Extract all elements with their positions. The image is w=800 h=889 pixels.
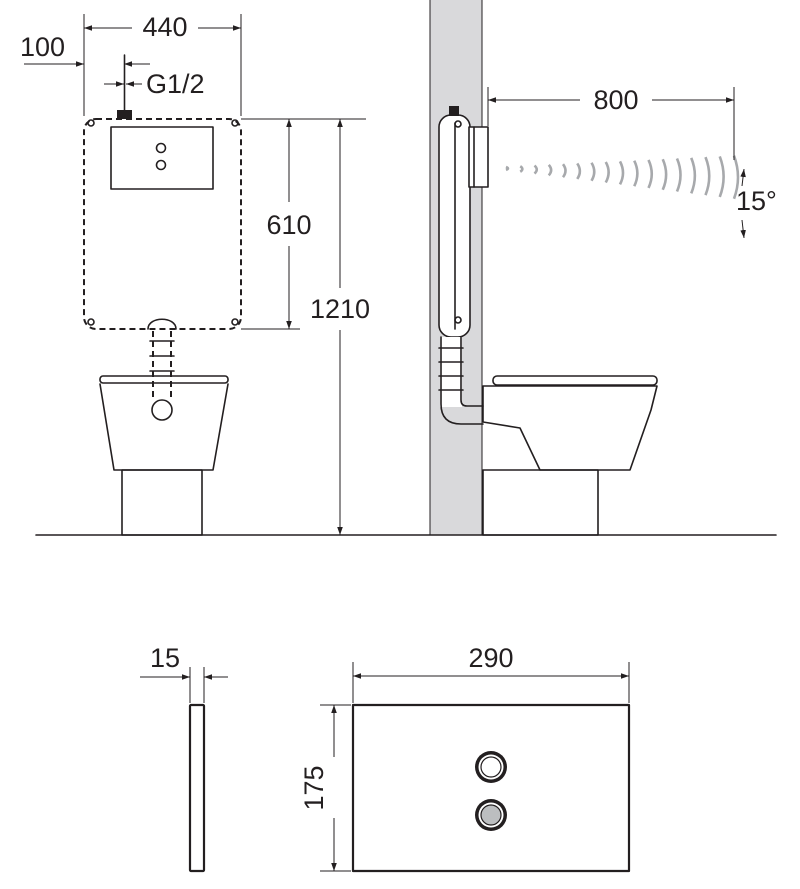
sensor-beam-wave — [704, 156, 711, 196]
sensor-beam-wave — [547, 163, 553, 177]
sensor-beam-wave — [519, 165, 524, 173]
sensor-beam-wave — [618, 160, 625, 185]
dimension-inlet-thread: G1/2 — [104, 69, 205, 99]
flush-button-top-icon — [155, 142, 167, 154]
dimension-install-height: 1210 — [310, 119, 370, 535]
dimension-sensor-range: 800 — [487, 85, 735, 160]
sensor-beam-wave — [690, 157, 697, 194]
cistern-outline — [83, 118, 242, 330]
half-flush-button — [475, 799, 507, 831]
cistern-side — [438, 106, 471, 338]
flush-plate-front — [110, 126, 214, 190]
flush-button-bottom-icon — [155, 159, 167, 171]
sensor-beam-wave — [732, 155, 740, 200]
cistern-height-label: 610 — [266, 210, 311, 240]
flush-pipe-front — [149, 331, 175, 400]
sensor-beam-wave — [590, 162, 596, 182]
mounting-brackets — [87, 119, 239, 326]
dimension-inlet-offset: 100 — [20, 32, 150, 67]
plate-width-label: 290 — [468, 643, 513, 673]
dimension-frame-width: 440 — [83, 12, 242, 116]
sensor-range-label: 800 — [593, 85, 638, 115]
dimension-sensor-angle: 15° — [736, 168, 777, 239]
sensor-beam-wave — [647, 159, 654, 189]
water-inlet — [117, 54, 132, 119]
install-height-label: 1210 — [310, 294, 370, 324]
front-view — [83, 54, 242, 536]
flush-pipe-side — [438, 336, 484, 425]
sensor-angle-label: 15° — [736, 186, 777, 216]
sensor-beam-wave — [505, 165, 510, 172]
sensor-beam — [505, 155, 740, 200]
flush-plate — [351, 703, 631, 873]
sensor-beam-wave — [675, 158, 682, 193]
side-view — [429, 0, 740, 536]
sensor-beam-wave — [633, 160, 639, 187]
plate-front-detail: 290 175 — [299, 643, 631, 873]
sensor-beam-wave — [576, 162, 582, 180]
full-flush-button — [475, 751, 507, 783]
toilet-side — [482, 375, 658, 536]
dimension-cistern-height: 610 — [241, 118, 366, 330]
sensor-housing — [468, 126, 489, 188]
frame-width-label: 440 — [142, 12, 187, 42]
toilet-front — [99, 375, 229, 536]
sensor-beam-wave — [604, 161, 610, 184]
outlet-stub — [147, 318, 177, 330]
inlet-thread-label: G1/2 — [146, 69, 205, 99]
sensor-beam-wave — [718, 155, 725, 198]
plate-height-label: 175 — [299, 765, 329, 810]
plate-side-detail: 15 — [140, 643, 228, 873]
sensor-beam-wave — [561, 163, 567, 178]
sensor-beam-wave — [533, 164, 539, 175]
sensor-beam-wave — [661, 158, 668, 191]
inlet-offset-label: 100 — [20, 32, 65, 62]
plate-thickness-label: 15 — [150, 643, 180, 673]
